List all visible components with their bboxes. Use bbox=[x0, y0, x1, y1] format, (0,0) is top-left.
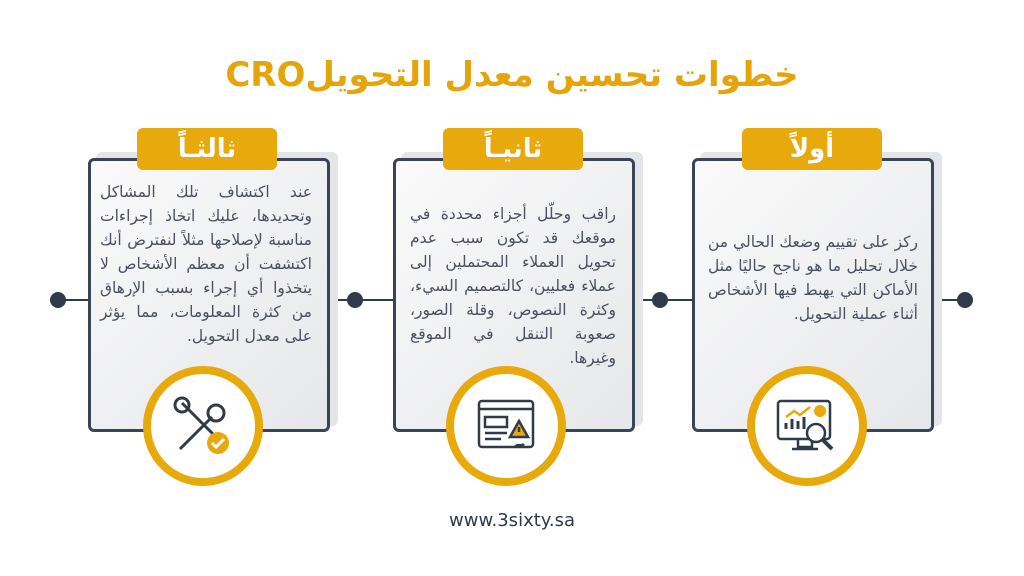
wrench-check-icon bbox=[143, 366, 263, 486]
webpage-warning-icon bbox=[446, 366, 566, 486]
step-label-1: أولاً bbox=[742, 128, 882, 170]
page-title: خطوات تحسين معدل التحويلCRO bbox=[225, 55, 799, 95]
timeline-dot bbox=[652, 292, 668, 308]
step-text-2: راقب وحلّل أجزاء محددة في موقعك قد تكون … bbox=[410, 205, 616, 367]
website-url: www.3sixty.sa bbox=[449, 510, 575, 531]
step-text-3: عند اكتشاف تلك المشاكل وتحديدها، عليك ات… bbox=[100, 183, 312, 345]
timeline-dot bbox=[50, 292, 66, 308]
step-text-1: ركز على تقييم وضعك الحالي من خلال تحليل … bbox=[708, 233, 918, 323]
step-label-3: ثالثـاً bbox=[137, 128, 277, 170]
analytics-monitor-icon bbox=[747, 366, 867, 486]
timeline-dot bbox=[957, 292, 973, 308]
step-label-2: ثانيـاً bbox=[443, 128, 583, 170]
timeline-dot bbox=[347, 292, 363, 308]
